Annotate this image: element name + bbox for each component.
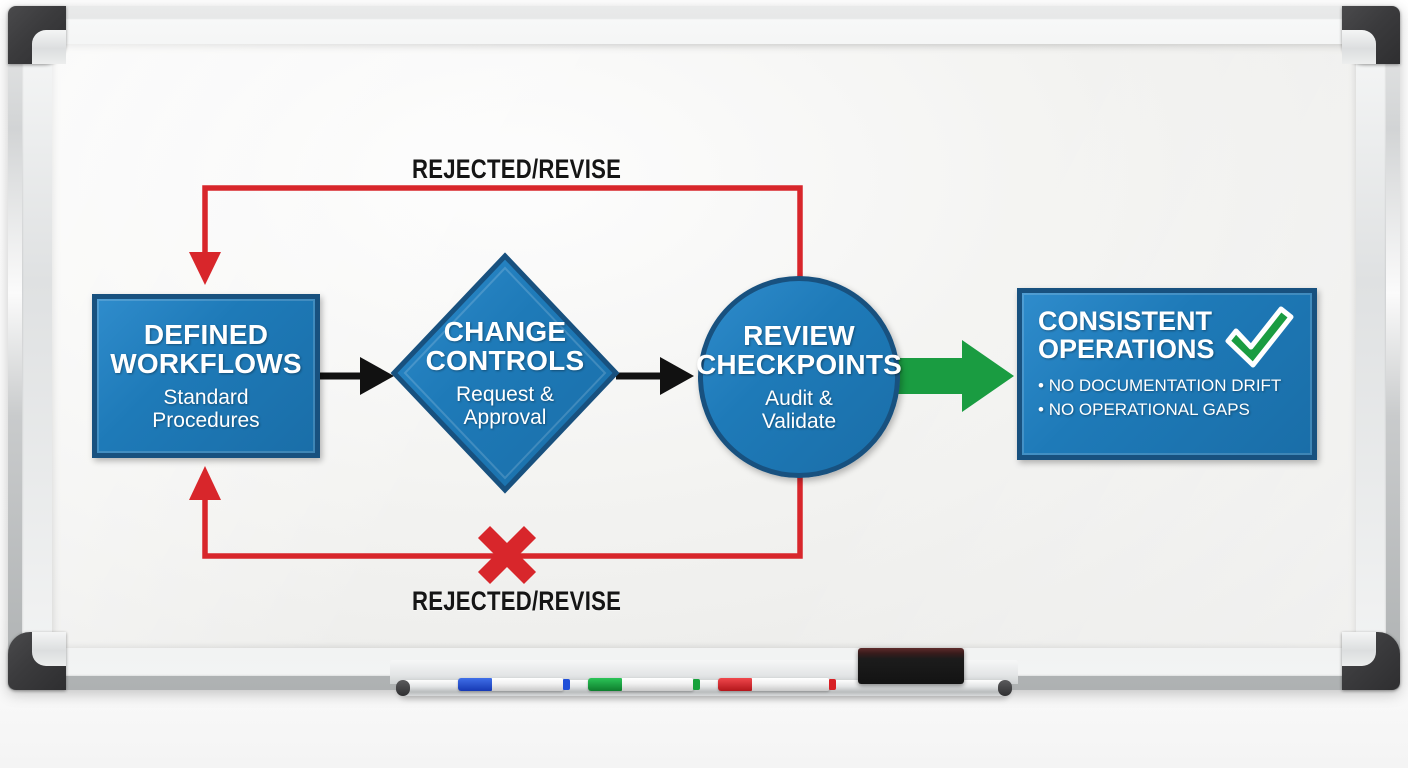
green-check-icon	[1220, 303, 1298, 373]
node-change-controls[interactable]: CHANGE CONTROLS Request & Approval	[394, 256, 616, 490]
node-review-checkpoints-subtitle: Audit & Validate	[761, 386, 837, 433]
node-defined-workflows-title: DEFINED WORKFLOWS	[110, 319, 302, 380]
node-change-controls-label: CHANGE CONTROLS Request & Approval	[394, 256, 616, 490]
label-rejected-revise-top: REJECTED/REVISE	[411, 154, 622, 184]
blue-marker[interactable]	[458, 678, 570, 691]
node-defined-workflows[interactable]: DEFINED WORKFLOWS Standard Procedures	[92, 294, 320, 458]
frame-corner-bottom-right	[1342, 632, 1400, 690]
pen-tray-cap-right	[998, 680, 1012, 696]
node-consistent-operations-title: CONSISTENT OPERATIONS	[1038, 306, 1215, 365]
green-marker-cap	[588, 678, 622, 691]
blue-marker-tip	[563, 679, 570, 690]
node-consistent-operations-bullets: NO DOCUMENTATION DRIFT NO OPERATIONAL GA…	[1038, 374, 1282, 422]
whiteboard-eraser[interactable]	[858, 648, 964, 684]
blue-marker-cap	[458, 678, 492, 691]
node-consistent-operations[interactable]: CONSISTENT OPERATIONS NO DOCUMENTATION D…	[1017, 288, 1317, 460]
node-review-checkpoints-title: REVIEW CHECKPOINTS	[696, 320, 902, 381]
green-marker[interactable]	[588, 678, 700, 691]
node-change-controls-title: CHANGE CONTROLS	[425, 316, 585, 377]
node-defined-workflows-subtitle: Standard Procedures	[152, 385, 260, 432]
frame-corner-bottom-left	[8, 632, 66, 690]
frame-corner-top-left	[8, 6, 66, 64]
frame-corner-top-right	[1342, 6, 1400, 64]
red-marker-tip	[829, 679, 836, 690]
green-marker-tip	[693, 679, 700, 690]
label-rejected-revise-bottom: REJECTED/REVISE	[411, 586, 622, 616]
node-review-checkpoints[interactable]: REVIEW CHECKPOINTS Audit & Validate	[696, 276, 902, 478]
red-marker[interactable]	[718, 678, 836, 691]
red-marker-cap	[718, 678, 752, 691]
pen-tray-cap-left	[396, 680, 410, 696]
node-change-controls-subtitle: Request & Approval	[455, 382, 555, 429]
